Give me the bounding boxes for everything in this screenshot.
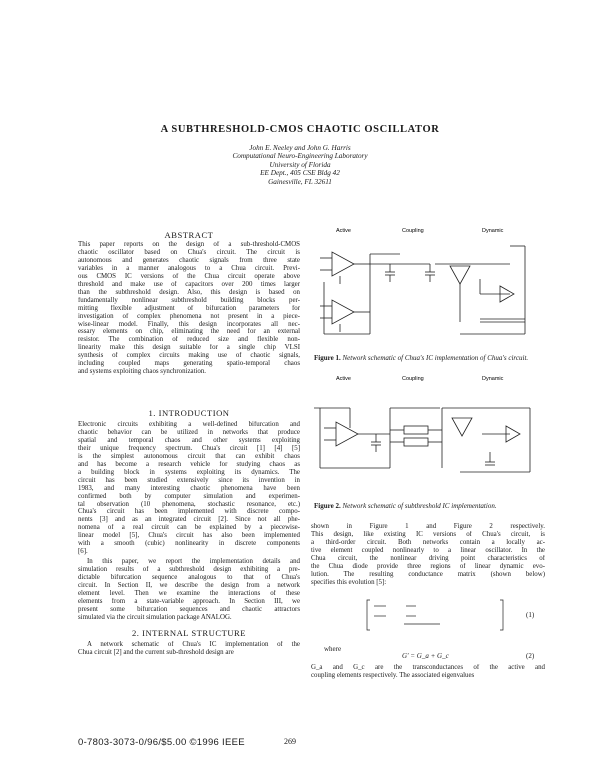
abstract-heading: ABSTRACT [164, 230, 214, 240]
equation-2-number: (2) [526, 652, 535, 660]
author-block: John E. Neeley and John G. Harris Comput… [0, 144, 600, 186]
fig2-label-active: Active [336, 376, 351, 382]
text-line: linear model [5], Chua's circuit has als… [78, 532, 300, 540]
text-line: In this paper, we report the implementat… [87, 558, 300, 565]
text-line: with a smooth (cubic) nonlinearity in di… [78, 540, 300, 548]
text-line: 1983, and many interesting chaotic pheno… [78, 484, 300, 492]
figure-2-schematic: Active Coupling Dynamic [314, 376, 531, 473]
figure-2-caption-text: Network schematic of subthreshold IC imp… [342, 502, 497, 510]
author-university: University of Florida [269, 160, 331, 169]
abstract-body: This paper reports on the design of a su… [78, 241, 300, 376]
text-line: [6]. [78, 548, 88, 556]
intro-paragraph-1: Electronic circuits exhibiting a well-de… [78, 421, 300, 556]
paper-title: A SUBTHRESHOLD-CMOS CHAOTIC OSCILLATOR [160, 124, 440, 135]
figure-2-caption: Figure 2. Network schematic of subthresh… [314, 502, 546, 510]
text-line: This design, like existing IC versions o… [311, 530, 545, 538]
text-line: linearity make this design suitable for … [78, 344, 300, 352]
text-line: Chua's circuit has been implemented with… [78, 508, 300, 516]
where-label: where [324, 645, 342, 653]
text-line: a third-order circuit. Both networks con… [311, 538, 545, 546]
equation-1-number: (1) [526, 611, 535, 619]
text-line: tal observation (10 phenomena, stochasti… [78, 500, 300, 508]
text-line: investigation of complex phenomena not p… [78, 312, 300, 320]
right-column-paragraph: shown in Figure 1 and Figure 2 respectiv… [311, 523, 545, 587]
fig1-label-coupling: Coupling [402, 228, 424, 234]
text-line: shown in Figure 1 and Figure 2 respectiv… [311, 523, 545, 530]
text-line: threshold and make use of capacitors ove… [78, 280, 300, 288]
text-line: This paper reports on the design of a su… [78, 241, 300, 248]
text-line: is the simplest autonomous circuit that … [78, 452, 300, 460]
right-column-paragraph-2: G_a and G_c are the transconductances of… [311, 664, 545, 680]
text-line: confirmed both by computer simulation an… [78, 492, 300, 500]
text-line: fundamentally nonlinear subthreshold bui… [78, 296, 300, 304]
text-line: present some bifurcation sequences and c… [78, 605, 300, 613]
text-line: resistor. The combination of reduced siz… [78, 336, 300, 344]
text-line: than the subthreshold design. Also, this… [78, 288, 300, 296]
text-line: circuit has been studied extensively sin… [78, 476, 300, 484]
text-line: element level. Then we examine the inter… [78, 589, 300, 597]
text-line: A network schematic of Chua's IC impleme… [87, 641, 300, 648]
equation-1-matrix [366, 599, 504, 631]
text-line: Chua circuit, the nonlinear driving poin… [311, 554, 545, 562]
text-line: simulated via the circuit simulation pac… [78, 613, 232, 621]
figure-1-caption: Figure 1. Network schematic of Chua's IC… [314, 354, 546, 362]
author-lab: Computational Neuro-Engineering Laborato… [232, 152, 368, 161]
intro-paragraph-2: In this paper, we report the implementat… [78, 558, 300, 622]
text-line: chaotic oscillator based on Chua's circu… [78, 248, 300, 256]
text-line: mitting flexible adjustment of bifurcati… [78, 304, 300, 312]
text-line: wise-linear model. Finally, this design … [78, 320, 300, 328]
text-line: elements from a state-variable approach.… [78, 597, 300, 605]
text-line: Electronic circuits exhibiting a well-de… [78, 421, 300, 428]
text-line: synthesis of complex circuits making use… [78, 352, 300, 360]
text-line: specifies this evolution [5]: [311, 578, 387, 586]
text-line: autonomous and generates chaotic signals… [78, 256, 300, 264]
text-line: variables in a manner analogous to a Chu… [78, 264, 300, 272]
fig1-label-dynamic: Dynamic [482, 228, 504, 234]
text-line: a building block in systems exploiting i… [78, 468, 300, 476]
text-line: Chua circuit [2] and the current sub-thr… [78, 648, 234, 656]
text-line: their unique frequency spectrum. Chua's … [78, 444, 300, 452]
text-line: including coupled maps generating spatio… [78, 360, 300, 368]
text-line: simulation results of a subthreshold des… [78, 565, 300, 573]
figure-1-caption-text: Network schematic of Chua's IC implement… [342, 354, 529, 362]
author-names: John E. Neeley and John G. Harris [249, 144, 351, 152]
text-line: lution. The resulting conductance matrix… [311, 570, 545, 578]
text-line: and has become a research vehicle for st… [78, 460, 300, 468]
figure-1-schematic: Active Coupling Dynamic [320, 228, 526, 335]
text-line: dictable bifurcation sequence analogous … [78, 573, 300, 581]
fig2-label-coupling: Coupling [402, 376, 424, 382]
fig2-label-dynamic: Dynamic [482, 376, 504, 382]
text-line: tive element coupled nonlinearly to a li… [311, 546, 545, 554]
figure-2-caption-number: Figure 2. [314, 502, 341, 510]
equation-2: G' = G_a + G_c [402, 652, 449, 660]
text-line: coupling elements respectively. The asso… [311, 671, 475, 679]
author-address2: Gainesville, FL 32611 [268, 177, 332, 186]
author-address1: EE Dept., 405 CSE Bldg 42 [260, 169, 340, 178]
text-line: nents [3] and as an integrated circuit [… [78, 516, 300, 524]
text-line: chaotic behavior can be utilized in netw… [78, 428, 300, 436]
copyright-line: 0-7803-3073-0/96/$5.00 ©1996 IEEE [78, 737, 245, 748]
text-line: essary elements on chip, eliminating the… [78, 328, 300, 336]
text-line: spatial and temporal chaos and other sys… [78, 436, 300, 444]
text-line: circuit. In Section II, we describe the … [78, 581, 300, 589]
figure-1-caption-number: Figure 1. [314, 354, 341, 362]
internal-structure-heading: 2. INTERNAL STRUCTURE [131, 628, 247, 638]
text-line: nomena of a real circuit can be explaine… [78, 524, 300, 532]
text-line: ous CMOS IC versions of the Chua circuit… [78, 272, 300, 280]
equation-1 [340, 598, 550, 632]
internal-structure-body: A network schematic of Chua's IC impleme… [78, 641, 300, 657]
text-line: the Chua diode provide three regions of … [311, 562, 545, 570]
intro-heading: 1. INTRODUCTION [148, 408, 230, 418]
text-line: G_a and G_c are the transconductances of… [311, 664, 545, 671]
fig1-label-active: Active [336, 228, 351, 234]
page-number: 269 [284, 737, 296, 746]
text-line: and systems exploiting chaos synchroniza… [78, 368, 207, 376]
